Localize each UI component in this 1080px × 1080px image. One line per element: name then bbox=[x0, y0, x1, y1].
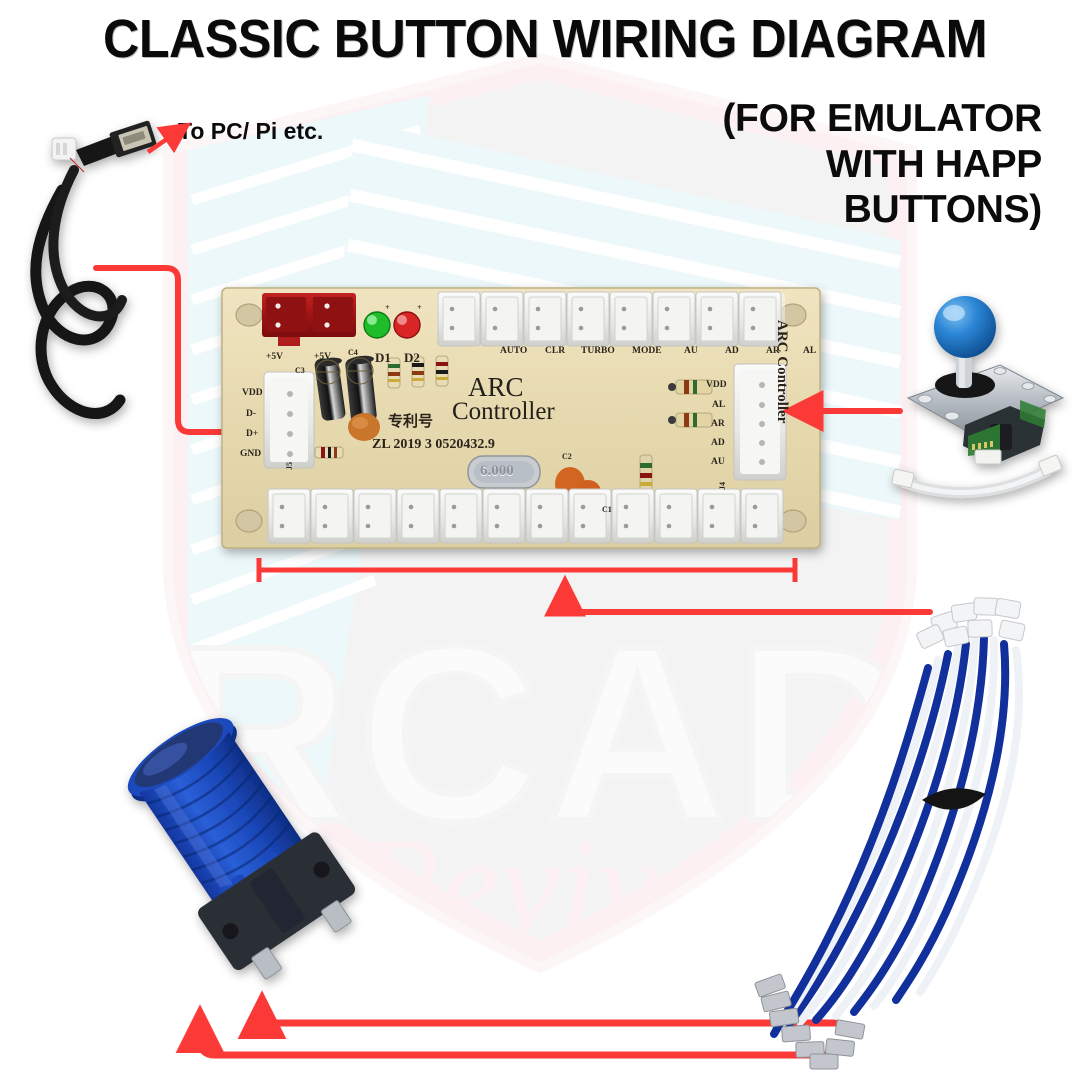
pcb-joystick-header-designator: J4 bbox=[718, 482, 727, 490]
pcb-label-d1: D1 bbox=[375, 350, 391, 365]
pcb-label-d2-polarity: + bbox=[417, 303, 422, 312]
pcb-label-d1-polarity: + bbox=[385, 303, 390, 312]
usb-cable bbox=[30, 120, 157, 419]
pcb-joystick-header bbox=[733, 363, 787, 481]
pcb-patent-code: ZL 2019 3 0520432.9 bbox=[372, 437, 495, 452]
pcb-usb-pin-vdd: VDD bbox=[242, 388, 263, 398]
pcb-label-5v-2: +5V bbox=[314, 352, 332, 362]
pcb-label-c3: C3 bbox=[295, 366, 305, 375]
pcb-label-au-top: AU bbox=[684, 346, 698, 356]
pcb-label-mode: MODE bbox=[632, 346, 662, 356]
pcb-brand-line-1: ARC bbox=[468, 372, 524, 402]
pcb-label-clr: CLR bbox=[545, 346, 566, 356]
pcb-label-d2: D2 bbox=[404, 350, 420, 365]
pcb-label-turbo: TURBO bbox=[581, 346, 615, 356]
pcb-top-connector-row bbox=[437, 291, 785, 347]
pcb-usb-pin-dplus: D+ bbox=[246, 429, 259, 439]
pcb-bottom-connector-row bbox=[267, 488, 784, 544]
arrow-harness-to-button-terminal-2 bbox=[237, 990, 842, 1040]
pcb-label-auto: AUTO bbox=[500, 346, 528, 356]
pcb-joy-pin-ar: AR bbox=[711, 419, 725, 429]
pcb-board bbox=[221, 287, 821, 549]
pcb-label-5v-1: +5V bbox=[266, 352, 284, 362]
pcb-joy-pin-vdd: VDD bbox=[706, 380, 727, 390]
subtitle-line-3: BUTTONS) bbox=[843, 188, 1043, 232]
pcb-power-header bbox=[262, 293, 356, 346]
page-title: CLASSIC BUTTON WIRING DIAGRAM bbox=[103, 9, 987, 69]
pcb-label-c1: C1 bbox=[602, 505, 612, 514]
joystick bbox=[891, 296, 1065, 499]
arcade-button bbox=[127, 718, 356, 980]
arrow-harness-to-board bbox=[544, 574, 933, 617]
pcb-label-ad-top: AD bbox=[725, 346, 739, 356]
usb-callout-label: To PC/ Pi etc. bbox=[178, 118, 324, 144]
arrow-harness-to-button-terminal-1 bbox=[175, 1004, 839, 1059]
wire-harness bbox=[754, 597, 1026, 1070]
pcb-label-c4: C4 bbox=[348, 348, 358, 357]
pcb-label-c2: C2 bbox=[562, 452, 572, 461]
pcb-crystal-value: 6.000 bbox=[480, 463, 514, 479]
subtitle-line-1: (FOR EMULATOR bbox=[722, 97, 1042, 140]
pcb-patent-cn: 专利号 bbox=[388, 412, 434, 430]
pcb-joy-pin-al: AL bbox=[712, 400, 726, 410]
pcb-usb-header-designator: J5 bbox=[285, 462, 294, 470]
pcb-joy-pin-au: AU bbox=[711, 457, 725, 467]
pcb-resistors bbox=[314, 355, 713, 492]
page-subtitle: (FOR EMULATOR WITH HAPP BUTTONS) bbox=[612, 96, 1042, 233]
pcb-crystal bbox=[467, 455, 541, 489]
arrow-usb-to-pc bbox=[146, 122, 192, 154]
arrow-cable-to-usb-header bbox=[93, 265, 267, 453]
pcb-side-text: ARC Controller bbox=[774, 320, 790, 424]
bracket-bottom-connectors bbox=[256, 558, 798, 582]
pcb-joy-pin-ad: AD bbox=[711, 438, 725, 448]
pcb-label-al-top: AL bbox=[803, 346, 817, 356]
pcb-usb-pin-gnd: GND bbox=[240, 449, 262, 459]
pcb-brand-line-2: Controller bbox=[452, 398, 555, 425]
pcb-leds bbox=[363, 311, 421, 339]
pcb-label-ar-top: AR bbox=[766, 346, 780, 356]
pcb-usb-pin-dminus: D- bbox=[246, 409, 257, 419]
pcb-usb-header bbox=[263, 371, 315, 469]
subtitle-line-2: WITH HAPP bbox=[825, 142, 1042, 186]
